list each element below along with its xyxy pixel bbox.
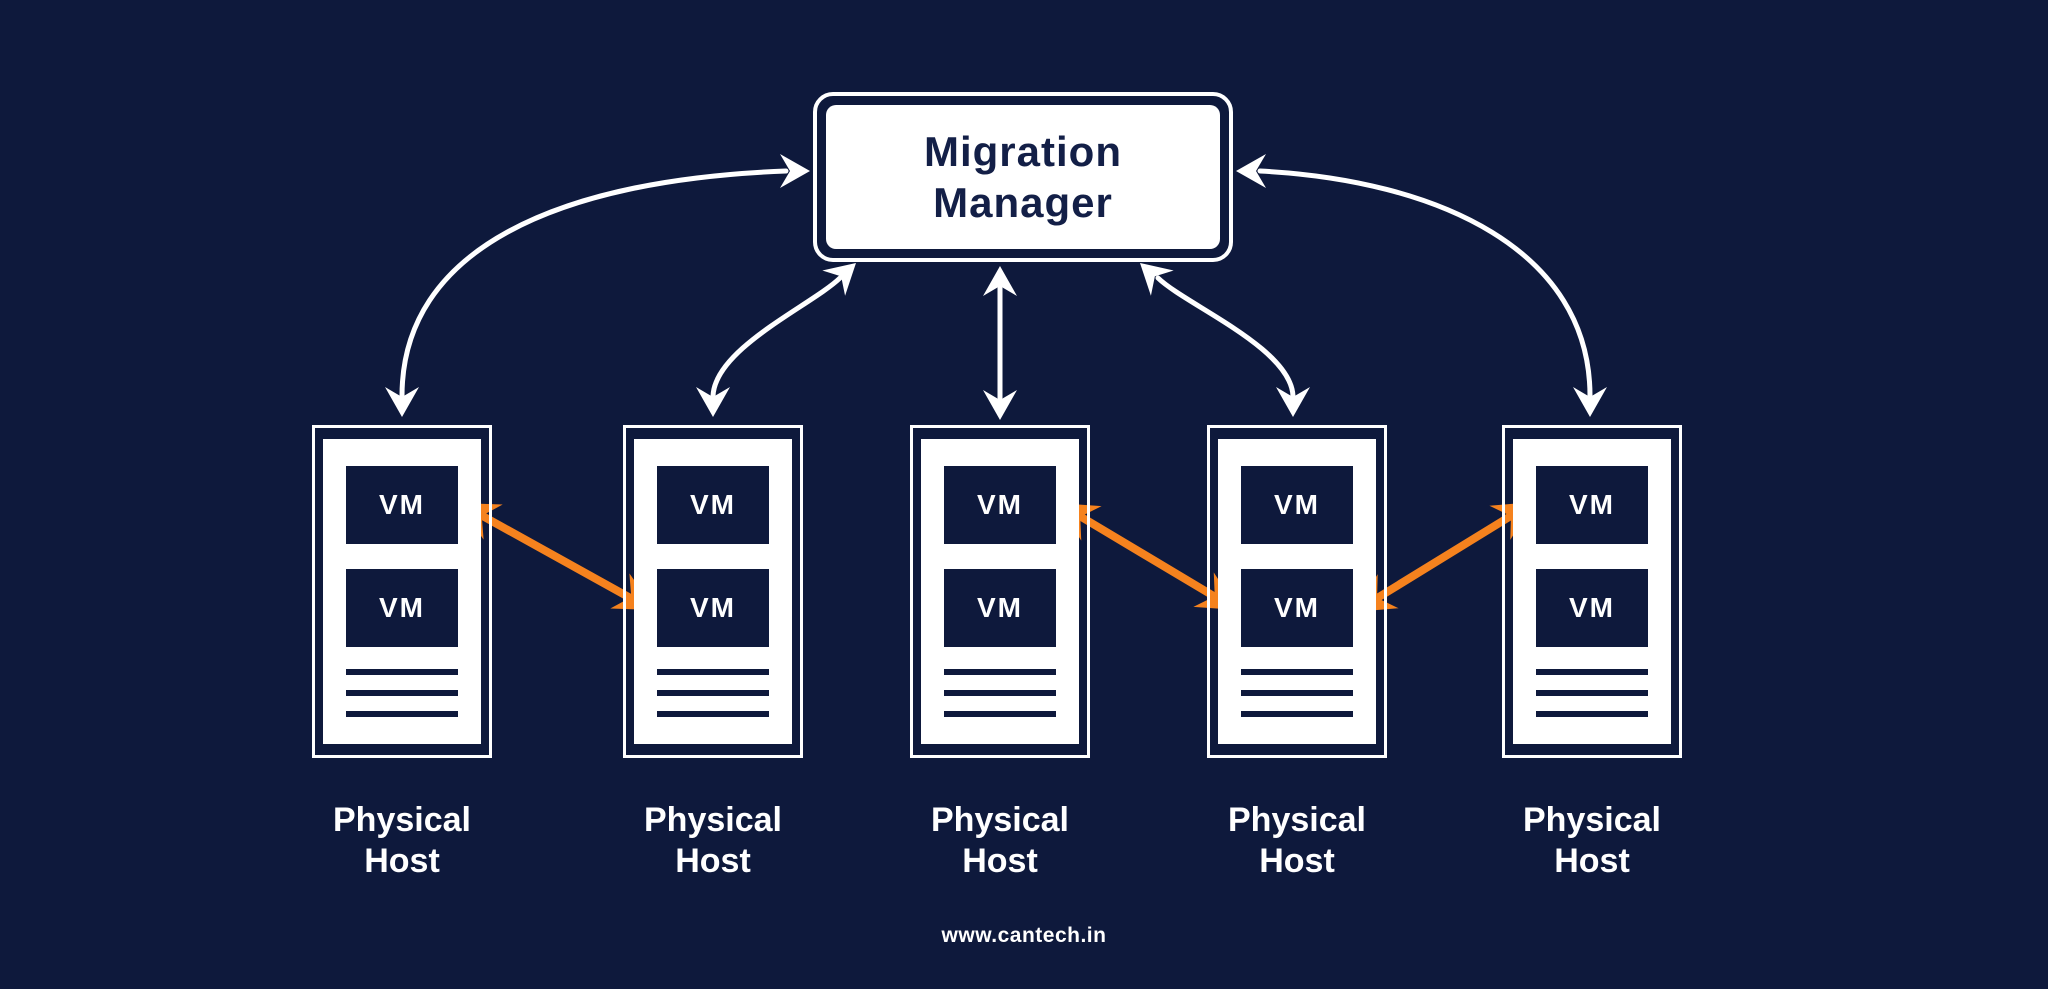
host-2-label: Physical Host [644,801,782,880]
host-4-vent-lines [1241,669,1353,717]
host-5-server-icon: VM VM [1502,425,1682,758]
arrowhead-icon [983,266,1017,296]
arrowhead-icon [822,263,856,296]
vm-label: VM [690,489,736,520]
host-5-vm-2: VM [1536,569,1648,647]
host-1-vm-2: VM [346,569,458,647]
host-4-label: Physical Host [1228,801,1366,880]
arrowhead-icon [780,154,810,188]
host-5-body: VM VM [1513,439,1671,744]
arrowhead-icon [385,387,419,417]
host-3-server-icon: VM VM [910,425,1090,758]
arrowhead-icon [1276,387,1310,417]
vm-label: VM [1569,489,1615,520]
migration-manager-box: Migration Manager [826,105,1220,249]
migration-manager-title: Migration Manager [924,127,1122,226]
arrowhead-icon [983,390,1017,420]
host-4-vm-1: VM [1241,466,1353,544]
migration-manager-node: Migration Manager [813,92,1233,262]
physical-host-4: VM VM Physical Host [1187,425,1407,882]
arrowhead-icon [1236,154,1266,188]
host-2-vent-lines [657,669,769,717]
arrowhead-icon [1140,263,1174,296]
host-3-vent-lines [944,669,1056,717]
host-2-vm-2: VM [657,569,769,647]
manager-host3-arrow [983,266,1017,420]
host-1-vm-1: VM [346,466,458,544]
website-url: www.cantech.in [941,924,1107,947]
vm-label: VM [1569,592,1615,623]
host-3-label: Physical Host [931,801,1069,880]
host-5-vm-1: VM [1536,466,1648,544]
manager-host1-arrow [385,154,810,417]
arrowhead-icon [696,387,730,417]
host-3-vm-2: VM [944,569,1056,647]
manager-host5-arrow [1236,154,1607,417]
vm-label: VM [1274,592,1320,623]
host-5-vent-lines [1536,669,1648,717]
vm-label: VM [379,489,425,520]
manager-host2-arrow [696,263,856,417]
host-5-label: Physical Host [1523,801,1661,880]
vm-label: VM [977,592,1023,623]
host-4-vm-2: VM [1241,569,1353,647]
host-4-body: VM VM [1218,439,1376,744]
host-3-body: VM VM [921,439,1079,744]
arrowhead-icon [1573,387,1607,417]
host-1-body: VM VM [323,439,481,744]
vm-label: VM [379,592,425,623]
host-3-vm-1: VM [944,466,1056,544]
host-2-vm-1: VM [657,466,769,544]
vm-label: VM [690,592,736,623]
host-1-vent-lines [346,669,458,717]
physical-host-1: VM VM Physical Host [292,425,512,882]
vm-label: VM [977,489,1023,520]
vm-label: VM [1274,489,1320,520]
physical-host-2: VM VM Physical Host [603,425,823,882]
physical-host-5: VM VM Physical Host [1482,425,1702,882]
host-1-server-icon: VM VM [312,425,492,758]
host-1-label: Physical Host [333,801,471,880]
manager-host4-arrow [1140,263,1310,417]
host-2-server-icon: VM VM [623,425,803,758]
physical-host-3: VM VM Physical Host [890,425,1110,882]
host-4-server-icon: VM VM [1207,425,1387,758]
host-2-body: VM VM [634,439,792,744]
